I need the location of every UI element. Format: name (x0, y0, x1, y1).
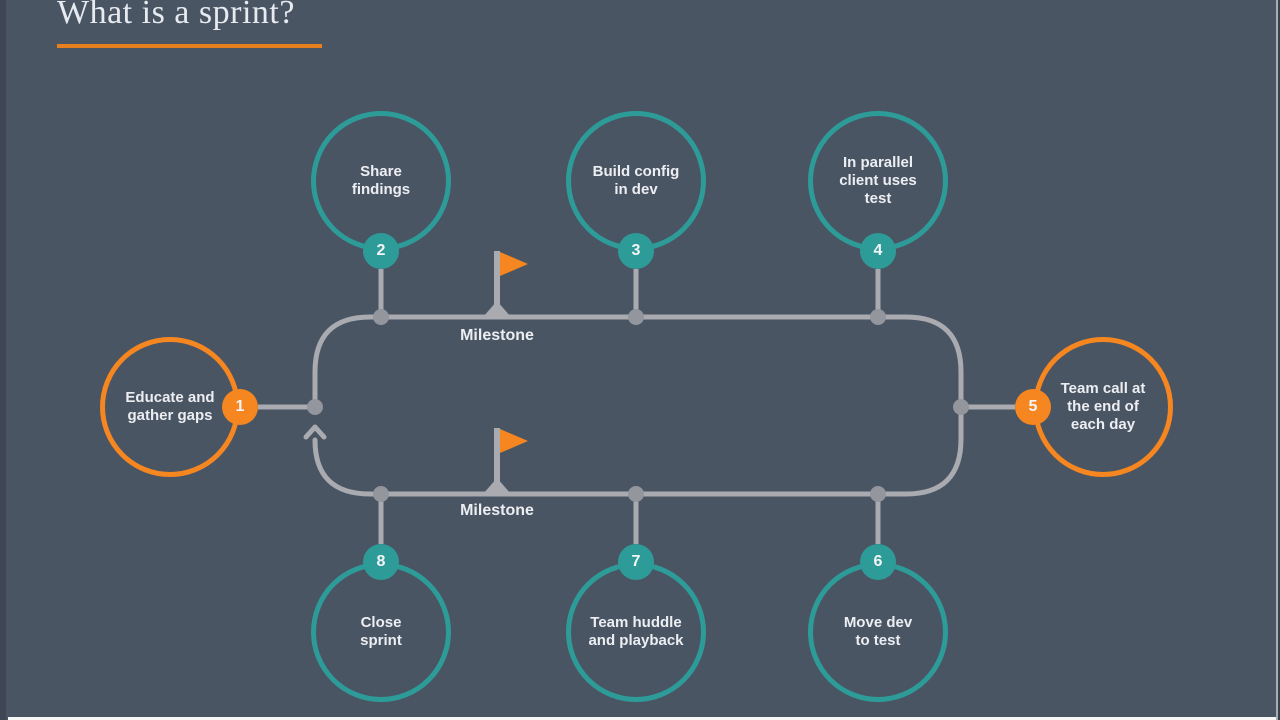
slide-right-border (1278, 0, 1280, 720)
step-2-number-badge: 2 (363, 233, 399, 269)
step-6-label: Move dev to test (843, 614, 913, 649)
step-5-label: Team call at the end of each day (1060, 380, 1146, 433)
junction-dot (373, 486, 389, 502)
junction-dot (870, 309, 886, 325)
milestone-flag-icon-top (500, 252, 528, 276)
slide-bottom-edge (8, 717, 1276, 720)
step-5: Team call at the end of each day 5 (1015, 337, 1173, 477)
step-7: Team huddle and playback 7 (566, 544, 706, 702)
step-2-circle: Share findings (311, 111, 451, 251)
step-1-label: Educate and gather gaps (125, 389, 215, 424)
milestone-label-bottom: Milestone (460, 502, 534, 519)
step-1: Educate and gather gaps 1 (100, 337, 258, 477)
step-7-label: Team huddle and playback (588, 614, 684, 649)
step-6: Move dev to test 6 (808, 544, 948, 702)
step-2-label: Share findings (351, 163, 411, 198)
title-underline (57, 44, 322, 48)
flag-pole-bottom (494, 428, 500, 494)
junction-dot (953, 399, 969, 415)
loop-track (312, 314, 964, 497)
junction-dot (373, 309, 389, 325)
step-4: In parallel client uses test 4 (808, 111, 948, 269)
step-3-label: Build config in dev (592, 163, 680, 198)
step-5-circle: Team call at the end of each day (1033, 337, 1173, 477)
slide-title: What is a sprint? (57, 0, 295, 31)
step-4-number-badge: 4 (860, 233, 896, 269)
slide-right-edge (1276, 0, 1278, 720)
milestone-label-top: Milestone (460, 327, 534, 344)
step-1-number-badge: 1 (222, 389, 258, 425)
step-8-label: Close sprint (360, 614, 402, 649)
step-5-number-badge: 5 (1015, 389, 1051, 425)
step-3-number-badge: 3 (618, 233, 654, 269)
step-3: Build config in dev 3 (566, 111, 706, 269)
junction-dot (628, 486, 644, 502)
step-2: Share findings 2 (311, 111, 451, 269)
slide-left-edge-shadow (0, 0, 6, 720)
step-7-number-badge: 7 (618, 544, 654, 580)
step-4-label: In parallel client uses test (839, 154, 917, 207)
step-3-circle: Build config in dev (566, 111, 706, 251)
milestone-flag-icon-bottom (500, 429, 528, 453)
step-6-circle: Move dev to test (808, 562, 948, 702)
junction-dot (870, 486, 886, 502)
step-8: Close sprint 8 (311, 544, 451, 702)
direction-chevron-icon (303, 424, 327, 440)
flag-pole-top (494, 251, 500, 317)
step-8-number-badge: 8 (363, 544, 399, 580)
junction-dot (307, 399, 323, 415)
step-4-circle: In parallel client uses test (808, 111, 948, 251)
junction-dot (628, 309, 644, 325)
step-8-circle: Close sprint (311, 562, 451, 702)
step-7-circle: Team huddle and playback (566, 562, 706, 702)
step-6-number-badge: 6 (860, 544, 896, 580)
step-1-circle: Educate and gather gaps (100, 337, 240, 477)
